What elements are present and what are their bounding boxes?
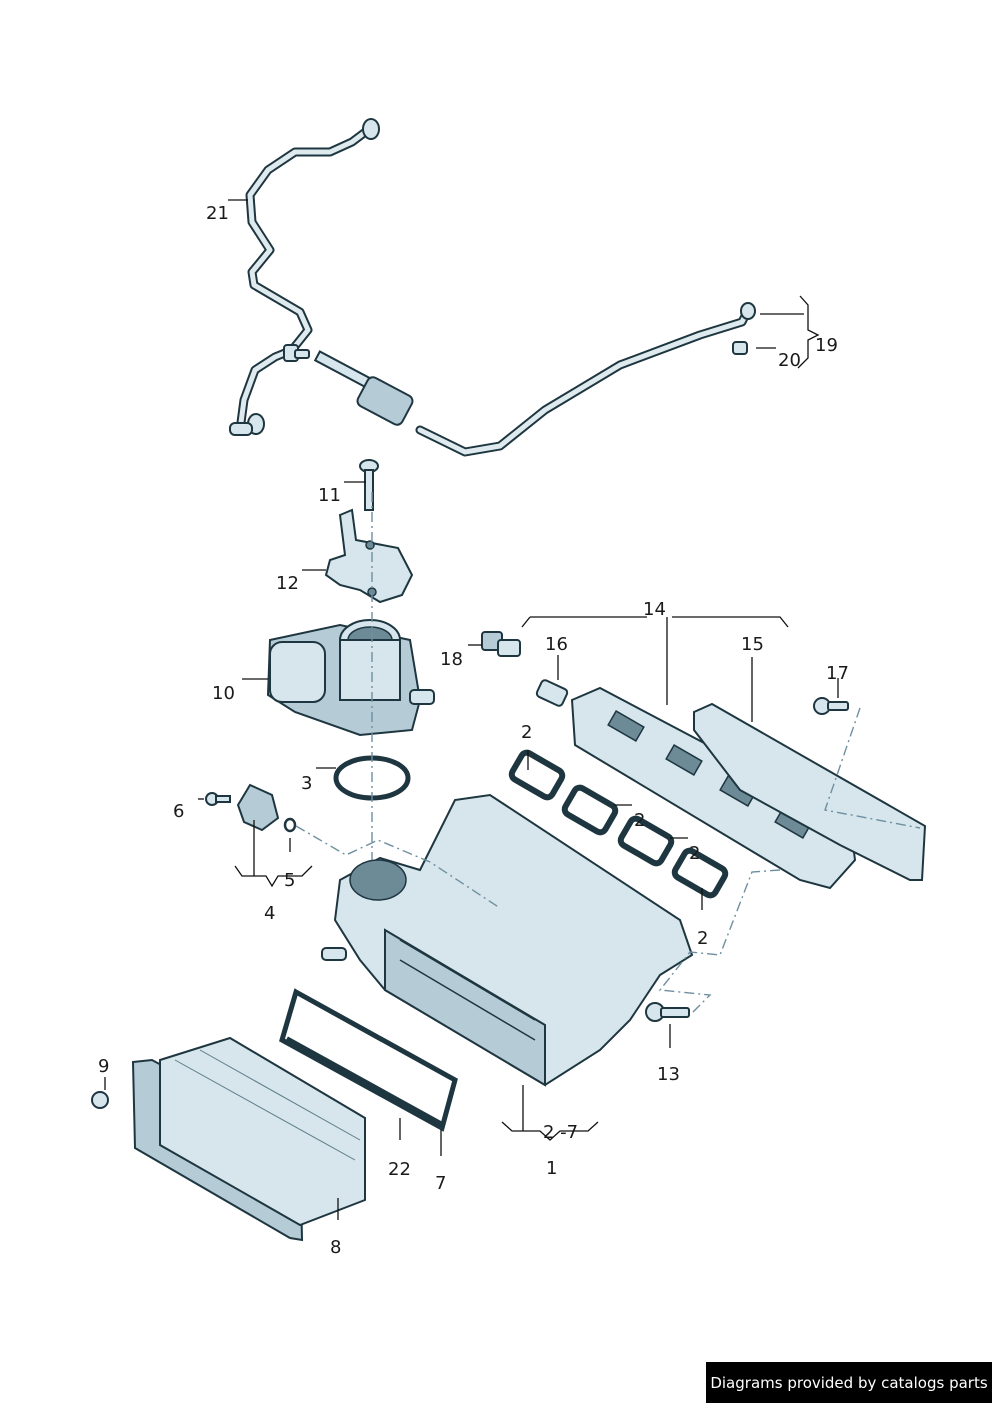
throttle-body-10 bbox=[266, 619, 435, 737]
callout-7: 7 bbox=[435, 1173, 447, 1194]
gasket-22-7 bbox=[279, 988, 458, 1132]
manifold-gasket-15 bbox=[693, 702, 927, 881]
callout-12: 12 bbox=[276, 573, 299, 594]
callout-1: 1 bbox=[546, 1158, 558, 1179]
callout-8: 8 bbox=[330, 1237, 342, 1258]
fitting-16 bbox=[535, 679, 569, 707]
callout-10: 10 bbox=[212, 683, 235, 704]
callout-19: 19 bbox=[815, 335, 838, 356]
callout-6: 6 bbox=[173, 801, 185, 822]
callout-2: 2 bbox=[689, 843, 701, 864]
callout-13: 13 bbox=[657, 1064, 680, 1085]
callout-5: 5 bbox=[284, 870, 296, 891]
callout-15: 15 bbox=[741, 634, 764, 655]
callout-2: 2 bbox=[521, 722, 533, 743]
fuel-filter-line-19 bbox=[313, 302, 756, 457]
callout-22: 22 bbox=[388, 1159, 411, 1180]
bolt-9 bbox=[91, 1091, 109, 1109]
callout-2: 2 bbox=[634, 810, 646, 831]
callout-18: 18 bbox=[440, 649, 463, 670]
callout-17: 17 bbox=[826, 663, 849, 684]
seals-2 bbox=[508, 749, 729, 899]
footer-credit: Diagrams provided by catalogs parts bbox=[706, 1362, 992, 1403]
callout-4: 4 bbox=[264, 903, 276, 924]
callout-16: 16 bbox=[545, 634, 568, 655]
bracket-12 bbox=[324, 508, 414, 604]
sensor-18 bbox=[481, 631, 521, 657]
callout-20: 20 bbox=[778, 350, 801, 371]
callout-2: 2 bbox=[697, 928, 709, 949]
callout-21: 21 bbox=[206, 203, 229, 224]
sensor-4 bbox=[205, 783, 297, 833]
callout-9: 9 bbox=[98, 1056, 110, 1077]
bolt-11 bbox=[359, 459, 379, 511]
intercooler-8 bbox=[131, 1036, 366, 1242]
callout-2-7: 2 -7 bbox=[543, 1122, 579, 1143]
intake-manifold-1 bbox=[321, 793, 694, 1087]
leader-lines bbox=[104, 199, 839, 1220]
callout-11: 11 bbox=[318, 485, 341, 506]
vent-hose-21 bbox=[229, 118, 380, 436]
manifold-flange-14 bbox=[570, 686, 857, 890]
alignment-lines bbox=[295, 492, 921, 1016]
callout-3: 3 bbox=[301, 773, 313, 794]
bolt-17 bbox=[813, 697, 849, 715]
callout-14: 14 bbox=[643, 599, 666, 620]
bolt-13 bbox=[645, 1002, 690, 1022]
